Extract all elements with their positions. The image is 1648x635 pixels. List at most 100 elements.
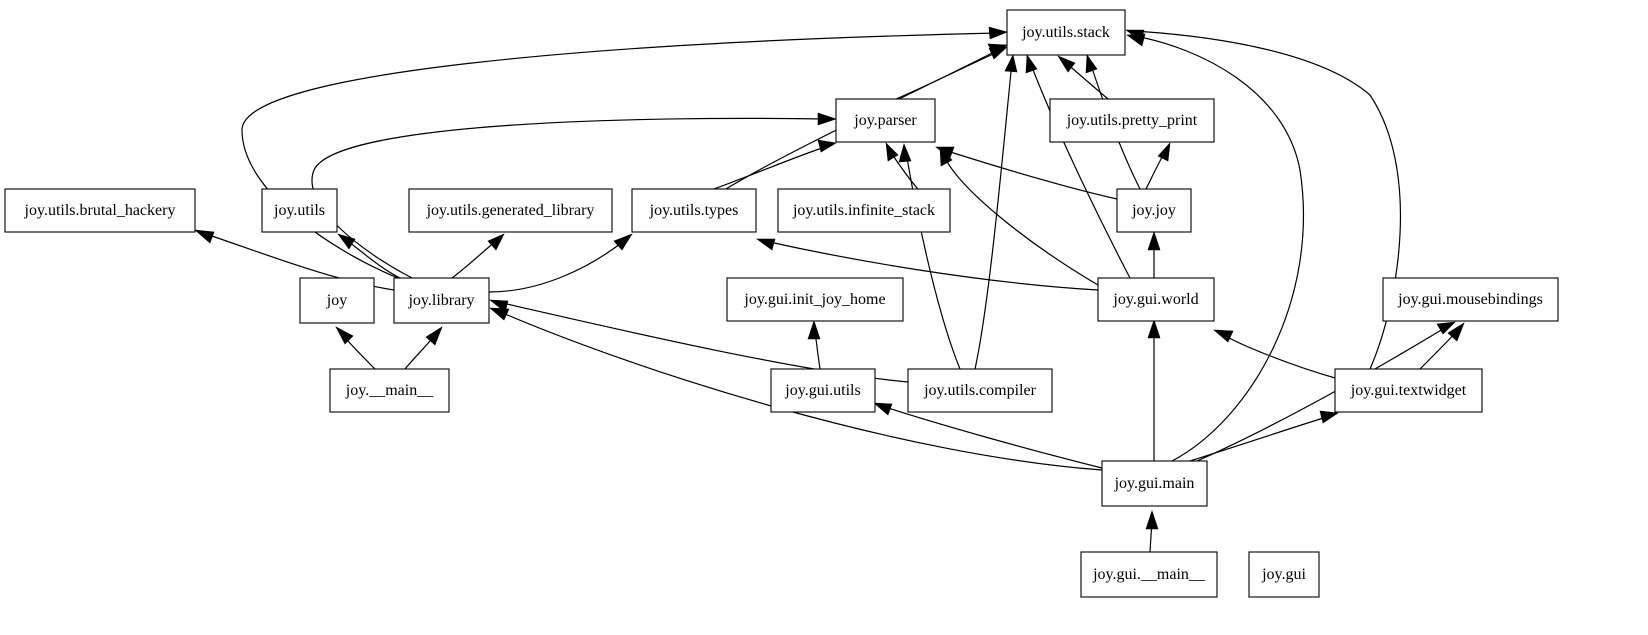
edge-joy-gui-main-to-joy-gui-textwidget bbox=[1189, 410, 1339, 462]
node-box[interactable] bbox=[4, 188, 196, 233]
arrowhead-icon bbox=[1004, 54, 1018, 73]
node-joy-utils-compiler[interactable]: joy.utils.compiler bbox=[907, 368, 1053, 413]
node-joy-utils-generated-library[interactable]: joy.utils.generated_library bbox=[408, 188, 613, 233]
edge-joy-library-to-joy-utils-types bbox=[488, 233, 633, 293]
edge-joy-gui-textwidget-to-joy-gui-world bbox=[1213, 329, 1336, 379]
arrowhead-icon bbox=[337, 233, 356, 250]
node-box[interactable] bbox=[261, 188, 338, 233]
arrowhead-icon bbox=[1436, 321, 1456, 335]
arrowhead-icon bbox=[885, 142, 899, 162]
edge-line bbox=[344, 238, 401, 279]
arrowhead-icon bbox=[487, 233, 505, 251]
node-joy-gui-main[interactable]: joy.gui.__main__ bbox=[1080, 551, 1218, 598]
edge-joy-gui-main-to-joy-gui-world bbox=[1147, 319, 1161, 461]
node-joy-library[interactable]: joy.library bbox=[393, 277, 490, 324]
node-joy-gui-main[interactable]: joy.gui.main bbox=[1101, 460, 1208, 507]
edge-line bbox=[311, 117, 829, 279]
edge-line bbox=[764, 240, 1099, 291]
edge-joy-gui-main-to-joy-gui-utils bbox=[873, 402, 1103, 469]
edge-line bbox=[905, 151, 961, 370]
node-joy-joy[interactable]: joy.joy bbox=[1116, 188, 1192, 233]
node-joy-parser[interactable]: joy.parser bbox=[835, 98, 936, 143]
node-joy-gui-init-joy-home[interactable]: joy.gui.init_joy_home bbox=[726, 277, 904, 322]
nodes-layer: joy.utils.stack joy.parser joy.utils.prett… bbox=[4, 9, 1559, 598]
node-joy-gui-mousebindings[interactable]: joy.gui.mousebindings bbox=[1382, 277, 1559, 322]
node-joy-gui-textwidget[interactable]: joy.gui.textwidget bbox=[1334, 368, 1483, 413]
node-box[interactable] bbox=[1382, 277, 1559, 322]
edge-joy-gui-world-to-joy-utils-types bbox=[756, 238, 1099, 291]
node-box[interactable] bbox=[408, 188, 613, 233]
arrowhead-icon bbox=[1145, 510, 1159, 530]
node-box[interactable] bbox=[777, 188, 951, 233]
node-box[interactable] bbox=[299, 277, 375, 324]
node-box[interactable] bbox=[1334, 368, 1483, 413]
arrowhead-icon bbox=[1125, 29, 1145, 42]
node-joy-utils-pretty-print[interactable]: joy.utils.pretty_print bbox=[1049, 98, 1215, 143]
arrowhead-icon bbox=[1147, 319, 1161, 339]
node-box[interactable] bbox=[1248, 551, 1320, 598]
edge-joy-joy-to-joy-utils-pretty-print bbox=[1145, 142, 1171, 190]
node-joy-utils-types[interactable]: joy.utils.types bbox=[631, 188, 757, 233]
edge-joy-gui-utils-to-joy-gui-init-joy-home bbox=[807, 320, 821, 370]
node-joy-utils[interactable]: joy.utils bbox=[261, 188, 338, 233]
edge-joy-utils-pretty-print-to-joy-utils-stack bbox=[1057, 55, 1109, 100]
edge-line bbox=[713, 145, 829, 190]
node-box[interactable] bbox=[835, 98, 936, 143]
edge-joy-utils-infinite-stack-to-joy-parser bbox=[885, 142, 919, 190]
arrowhead-icon bbox=[1157, 142, 1171, 162]
edge-joy-library-to-joy-parser bbox=[311, 112, 837, 279]
edge-line bbox=[1134, 35, 1305, 462]
node-box[interactable] bbox=[1080, 551, 1218, 598]
node-joy-main[interactable]: joy.__main__ bbox=[329, 368, 450, 413]
node-box[interactable] bbox=[1116, 188, 1192, 233]
node-box[interactable] bbox=[1049, 98, 1215, 143]
arrowhead-icon bbox=[988, 26, 1008, 40]
edge-joy-main-to-joy-library bbox=[404, 326, 443, 370]
edge-line bbox=[488, 239, 626, 293]
arrowhead-icon bbox=[425, 326, 443, 346]
edge-joy-gui-world-to-joy-utils-stack bbox=[1025, 54, 1131, 279]
node-joy-utils-stack[interactable]: joy.utils.stack bbox=[1006, 9, 1126, 56]
edge-joy-gui-world-to-joy-joy bbox=[1147, 231, 1161, 278]
node-joy-gui-utils[interactable]: joy.gui.utils bbox=[770, 368, 876, 413]
edge-line bbox=[974, 61, 1013, 370]
node-joy-gui-world[interactable]: joy.gui.world bbox=[1097, 277, 1215, 322]
node-box[interactable] bbox=[770, 368, 876, 413]
node-box[interactable] bbox=[907, 368, 1053, 413]
arrowhead-icon bbox=[1147, 231, 1161, 251]
edge-joy-library-to-joy-utils bbox=[337, 233, 401, 279]
arrowhead-icon bbox=[1319, 410, 1339, 424]
arrowhead-icon bbox=[1025, 54, 1038, 74]
node-joy-utils-infinite-stack[interactable]: joy.utils.infinite_stack bbox=[777, 188, 951, 233]
arrowhead-icon bbox=[489, 307, 510, 321]
node-box[interactable] bbox=[631, 188, 757, 233]
node-box[interactable] bbox=[1006, 9, 1126, 56]
edge-line bbox=[1029, 61, 1131, 279]
edge-joy-gui-main-to-joy-gui-main bbox=[1145, 510, 1159, 553]
arrowhead-icon bbox=[817, 112, 837, 126]
node-joy[interactable]: joy bbox=[299, 277, 375, 324]
node-box[interactable] bbox=[393, 277, 490, 324]
arrowhead-icon bbox=[194, 229, 215, 244]
edge-joy-utils-compiler-to-joy-parser bbox=[898, 143, 961, 370]
arrowhead-icon bbox=[1057, 55, 1076, 73]
node-box[interactable] bbox=[1097, 277, 1215, 322]
edge-line bbox=[451, 239, 498, 279]
arrowhead-icon bbox=[335, 326, 354, 345]
node-box[interactable] bbox=[329, 368, 450, 413]
edge-joy-main-to-joy bbox=[335, 326, 376, 370]
edge-joy-gui-world-to-joy-parser bbox=[939, 147, 1099, 286]
edge-line bbox=[943, 149, 1118, 200]
node-joy-utils-brutal-hackery[interactable]: joy.utils.brutal_hackery bbox=[4, 188, 196, 233]
node-box[interactable] bbox=[726, 277, 904, 322]
edge-joy-gui-textwidget-to-joy-gui-mousebindings bbox=[1419, 322, 1465, 370]
arrowhead-icon bbox=[817, 139, 837, 153]
node-joy-gui[interactable]: joy.gui bbox=[1248, 551, 1320, 598]
edge-joy-utils-compiler-to-joy-utils-stack bbox=[974, 54, 1018, 370]
node-box[interactable] bbox=[1101, 460, 1208, 507]
edge-joy-utils-types-to-joy-parser bbox=[713, 139, 837, 190]
edge-line bbox=[881, 405, 1103, 469]
arrowhead-icon bbox=[1085, 54, 1098, 74]
